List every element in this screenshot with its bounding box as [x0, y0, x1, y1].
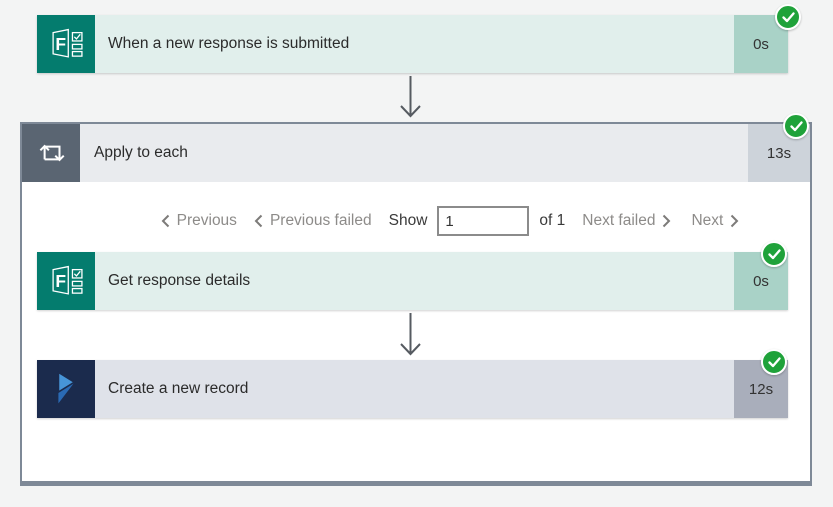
chevron-left-icon	[254, 214, 263, 228]
connector-arrow-icon	[400, 313, 421, 356]
success-check-icon	[761, 241, 787, 267]
apply-to-each-loop-icon	[22, 124, 80, 182]
trigger-title: When a new response is submitted	[108, 35, 350, 52]
previous-label: Previous	[176, 212, 237, 229]
success-check-icon	[775, 4, 801, 30]
previous-failed-label: Previous failed	[269, 212, 372, 229]
trigger-card[interactable]: F When a new response is submitted 0s	[37, 4, 801, 73]
iteration-pagination: Previous Previous failed Show of 1 Next …	[56, 204, 833, 238]
chevron-left-icon	[161, 214, 169, 228]
dynamics-365-icon	[37, 360, 95, 418]
next-failed-label: Next failed	[582, 212, 656, 229]
apply-to-each-scope: Apply to each 13s Previous Previous fail…	[20, 113, 812, 486]
success-check-icon	[783, 113, 809, 139]
microsoft-forms-icon: F	[37, 15, 95, 73]
action-title: Get response details	[108, 272, 251, 289]
apply-to-each-header[interactable]: Apply to each 13s	[22, 113, 810, 182]
chevron-right-icon	[731, 214, 739, 228]
success-check-icon	[761, 349, 787, 375]
svg-text:F: F	[55, 271, 66, 291]
get-response-details-card[interactable]: F Get response details 0s	[37, 241, 788, 310]
chevron-right-icon	[663, 214, 671, 228]
apply-to-each-title: Apply to each	[94, 144, 188, 161]
connector-arrow-icon	[400, 76, 421, 118]
of-total-label: of 1	[539, 212, 566, 229]
previous-failed-button[interactable]: Previous failed	[254, 212, 372, 230]
show-label: Show	[388, 212, 428, 229]
next-button[interactable]: Next	[691, 212, 739, 230]
next-failed-button[interactable]: Next failed	[582, 212, 671, 230]
svg-text:F: F	[55, 34, 66, 54]
next-label: Next	[691, 212, 724, 229]
microsoft-forms-icon: F	[37, 252, 95, 310]
create-new-record-card[interactable]: Create a new record 12s	[37, 349, 788, 418]
iteration-number-input[interactable]	[437, 206, 530, 236]
previous-button[interactable]: Previous	[161, 212, 237, 230]
action-title: Create a new record	[108, 380, 249, 397]
